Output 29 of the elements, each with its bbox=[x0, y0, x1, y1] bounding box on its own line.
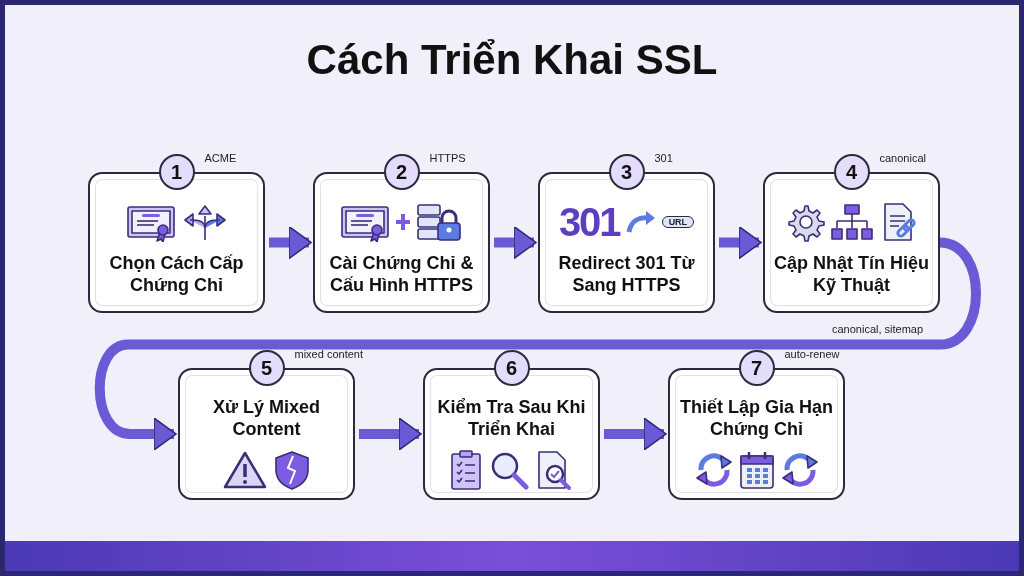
step-title: Xử Lý Mixed Content bbox=[211, 396, 322, 440]
step-title: Chọn Cách Cấp Chứng Chỉ bbox=[108, 252, 245, 296]
flow-arrow bbox=[604, 417, 667, 451]
title: Cách Triển Khai SSL bbox=[305, 36, 719, 84]
edge-label: canonical, sitemap bbox=[830, 322, 926, 335]
flow-arrow bbox=[719, 225, 762, 260]
step-tag: auto-renew bbox=[784, 348, 840, 360]
step-number: 4 bbox=[833, 154, 870, 190]
flow-arrow bbox=[359, 417, 422, 451]
step-number: 1 bbox=[158, 154, 195, 190]
step-title: Cập Nhật Tín Hiệu Kỹ Thuật bbox=[773, 252, 930, 296]
status-code-text: 301 bbox=[558, 202, 620, 242]
flow-arrow bbox=[269, 225, 312, 260]
step-tag: mixed content bbox=[294, 348, 363, 360]
step-title: Cài Chứng Chỉ & Cấu Hình HTTPS bbox=[328, 252, 475, 296]
step-number: 7 bbox=[738, 350, 775, 386]
step-tag: canonical bbox=[879, 152, 926, 164]
url-pill: URL bbox=[661, 216, 695, 228]
step-tag: ACME bbox=[204, 152, 237, 164]
step-number: 2 bbox=[383, 154, 420, 190]
step-title: Thiết Lập Gia Hạn Chứng Chỉ bbox=[679, 396, 834, 440]
step-title: Redirect 301 Từ Sang HTTPS bbox=[557, 252, 696, 296]
step-number: 6 bbox=[493, 350, 530, 386]
step-number: 3 bbox=[608, 154, 645, 190]
step-tag: HTTPS bbox=[429, 152, 466, 164]
step-title: Kiểm Tra Sau Khi Triển Khai bbox=[436, 396, 587, 440]
step-number: 5 bbox=[248, 350, 285, 386]
flow-arrow bbox=[494, 225, 537, 260]
step-tag: 301 bbox=[654, 152, 673, 164]
